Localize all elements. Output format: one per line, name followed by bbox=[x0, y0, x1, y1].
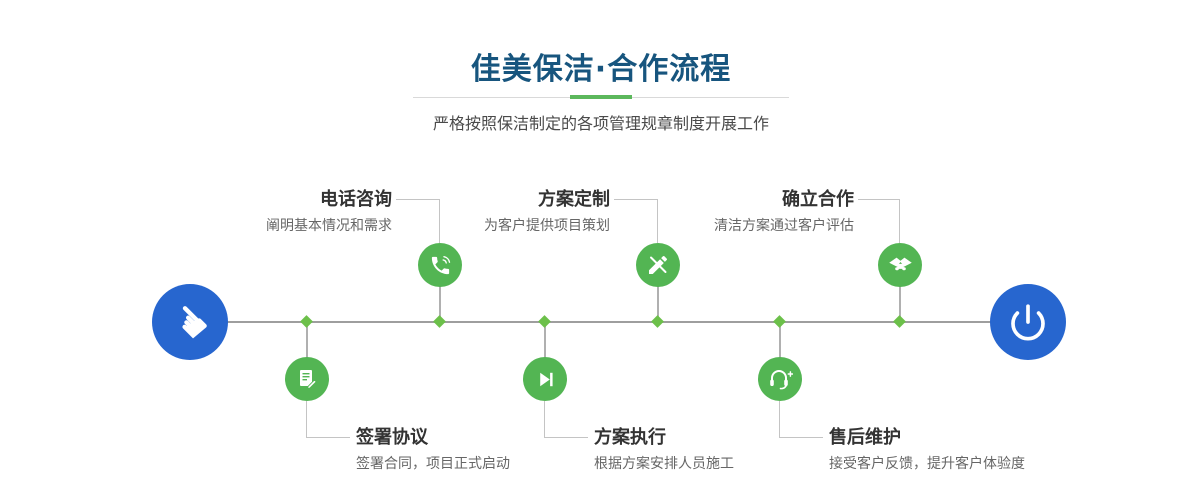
step-title: 电话咨询 bbox=[320, 189, 392, 210]
step-description: 根据方案安排人员施工 bbox=[594, 456, 734, 472]
step-label-phone-consult: 电话咨询 阐明基本情况和需求 bbox=[172, 189, 392, 235]
step-label-establish-cooperation: 确立合作 清洁方案通过客户评估 bbox=[634, 189, 854, 235]
label-connector bbox=[544, 437, 588, 438]
label-connector bbox=[614, 199, 658, 200]
execute-play-icon bbox=[539, 372, 553, 386]
connector-stub bbox=[899, 265, 901, 322]
step-label-plan-execution: 方案执行 根据方案安排人员施工 bbox=[594, 427, 874, 473]
hand-pointer-icon: ☚ bbox=[159, 291, 221, 353]
label-connector bbox=[306, 437, 350, 438]
step-node-cooperation bbox=[878, 243, 922, 287]
step-label-plan-design: 方案定制 为客户提供项目策划 bbox=[390, 189, 610, 235]
timeline-node-diamond bbox=[538, 315, 551, 328]
label-connector bbox=[396, 199, 440, 200]
timeline-node-diamond bbox=[651, 315, 664, 328]
label-connector bbox=[439, 199, 440, 243]
label-connector bbox=[657, 199, 658, 243]
timeline-line bbox=[190, 321, 1030, 323]
label-connector bbox=[899, 199, 900, 243]
step-label-sign-agreement: 签署协议 签署合同，项目正式启动 bbox=[356, 427, 636, 473]
step-title: 确立合作 bbox=[782, 189, 854, 210]
step-title: 签署协议 bbox=[356, 427, 428, 448]
step-description: 清洁方案通过客户评估 bbox=[714, 218, 854, 234]
label-connector bbox=[858, 199, 900, 200]
customer-service-icon bbox=[770, 370, 793, 390]
step-label-aftersales-maintenance: 售后维护 接受客户反馈，提升客户体验度 bbox=[829, 427, 1149, 473]
divider-accent-bar bbox=[570, 95, 632, 99]
label-connector bbox=[779, 437, 823, 438]
contract-icon bbox=[300, 370, 317, 390]
step-node-aftersales bbox=[758, 357, 802, 401]
connector-stub bbox=[306, 322, 308, 379]
label-connector bbox=[306, 401, 307, 437]
step-node-execute bbox=[523, 357, 567, 401]
step-description: 接受客户反馈，提升客户体验度 bbox=[829, 456, 1025, 472]
step-description: 阐明基本情况和需求 bbox=[266, 218, 392, 234]
page-title: 佳美保洁·合作流程 bbox=[470, 52, 732, 87]
timeline-node-diamond bbox=[773, 315, 786, 328]
step-description: 为客户提供项目策划 bbox=[484, 218, 610, 234]
label-connector bbox=[544, 401, 545, 437]
step-node-design bbox=[636, 243, 680, 287]
connector-stub bbox=[544, 322, 546, 379]
timeline-end-node bbox=[990, 284, 1066, 360]
timeline-node-diamond bbox=[893, 315, 906, 328]
design-tools-icon bbox=[649, 255, 668, 274]
step-title: 方案定制 bbox=[538, 189, 610, 210]
step-title: 售后维护 bbox=[829, 427, 901, 448]
connector-stub bbox=[779, 322, 781, 379]
step-title: 方案执行 bbox=[594, 427, 666, 448]
timeline-node-diamond bbox=[433, 315, 446, 328]
label-connector bbox=[779, 401, 780, 437]
timeline-node-diamond bbox=[300, 315, 313, 328]
phone-icon bbox=[431, 255, 450, 274]
step-node-contract bbox=[285, 357, 329, 401]
timeline-start-node: ☚ bbox=[152, 284, 228, 360]
handshake-icon bbox=[888, 257, 912, 270]
step-node-phone bbox=[418, 243, 462, 287]
power-icon bbox=[1011, 304, 1045, 341]
page-subtitle: 严格按照保洁制定的各项管理规章制度开展工作 bbox=[432, 114, 769, 133]
connector-stub bbox=[439, 265, 441, 322]
step-description: 签署合同，项目正式启动 bbox=[356, 456, 510, 472]
connector-stub bbox=[657, 265, 659, 322]
